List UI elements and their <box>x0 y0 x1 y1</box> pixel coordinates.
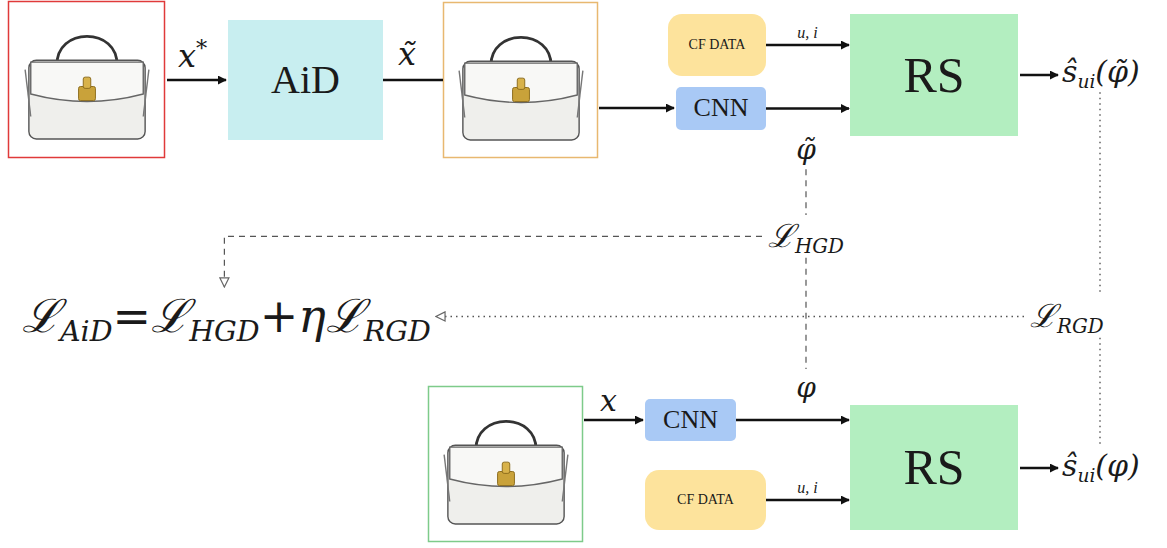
dashed-loss-arrow <box>224 236 762 287</box>
symbol-label: x̃ <box>398 35 416 73</box>
input-image <box>9 2 165 158</box>
connector-arrow <box>766 107 849 110</box>
node-label: CNN <box>663 406 718 435</box>
connector-arrow <box>766 499 849 502</box>
process-box: AiD <box>228 20 383 140</box>
math-label: x <box>600 384 617 419</box>
symbol-label: x <box>600 383 617 418</box>
dashed-line <box>805 258 806 369</box>
flow-arrow <box>167 79 226 82</box>
cnn-box: CNN <box>676 87 766 130</box>
symbol-label: (φ) <box>1095 448 1139 483</box>
symbol-label: ℒ <box>22 289 60 343</box>
flow-line <box>383 79 443 82</box>
node-label: AiD <box>271 58 340 102</box>
connector-arrow <box>766 44 849 47</box>
subscript: RGD <box>1057 315 1104 338</box>
symbol-label: ŝ <box>1062 54 1077 89</box>
flow-arrow <box>584 419 643 422</box>
symbol-label: +ηℒ <box>260 289 364 343</box>
node-label: RS <box>903 48 964 103</box>
math-label: ℒRGD <box>1030 298 1104 335</box>
subscript: AiD <box>60 315 113 348</box>
math-label: φ <box>796 372 816 404</box>
symbol-label: =ℒ <box>113 289 190 343</box>
edge-label: u, i <box>797 24 817 42</box>
denoised-image <box>444 3 598 158</box>
math-label: ŝui(φ̃) <box>1062 55 1140 90</box>
node-label: CNN <box>694 94 749 123</box>
symbol-label: (φ̃) <box>1095 54 1139 89</box>
subscript: RGD <box>364 315 431 348</box>
symbol-label: ℒ <box>1030 297 1057 335</box>
symbol-label: x <box>178 37 196 75</box>
dotted-line <box>1099 92 1100 295</box>
clean-image <box>429 387 583 542</box>
output-arrow <box>1020 74 1058 77</box>
node-label: CF DATA <box>689 37 746 52</box>
math-label: ŝui(φ) <box>1062 449 1140 484</box>
output-arrow <box>1020 467 1058 470</box>
symbol-label: φ̃ <box>796 133 816 166</box>
dashed-line <box>805 169 806 215</box>
edge-label: u, i <box>797 479 817 497</box>
subscript: ui <box>1077 465 1095 486</box>
math-label: ℒAiD=ℒHGD+ηℒRGD <box>22 290 431 343</box>
superscript: * <box>196 35 207 61</box>
math-label: φ̃ <box>796 134 816 166</box>
math-label: ℒHGD <box>768 218 844 255</box>
connector-arrow <box>736 419 849 422</box>
flow-arrow <box>599 107 674 110</box>
subscript: ui <box>1077 71 1095 92</box>
dotted-loss-arrow <box>436 316 1024 317</box>
dotted-line <box>1099 338 1100 446</box>
node-label: CF DATA <box>677 492 734 507</box>
math-label: x̃ <box>398 36 416 73</box>
node-label: RS <box>903 440 964 495</box>
symbol-label: φ <box>796 371 816 404</box>
math-label: x* <box>178 38 207 75</box>
data-box: CF DATA <box>645 470 766 530</box>
data-box: CF DATA <box>668 14 766 76</box>
cnn-box: CNN <box>645 399 736 441</box>
symbol-label: ℒ <box>768 217 795 255</box>
subscript: HGD <box>189 315 260 348</box>
recommender-box: RS <box>850 405 1018 530</box>
symbol-label: ŝ <box>1062 448 1077 483</box>
recommender-box: RS <box>850 14 1018 136</box>
subscript: HGD <box>795 235 844 258</box>
